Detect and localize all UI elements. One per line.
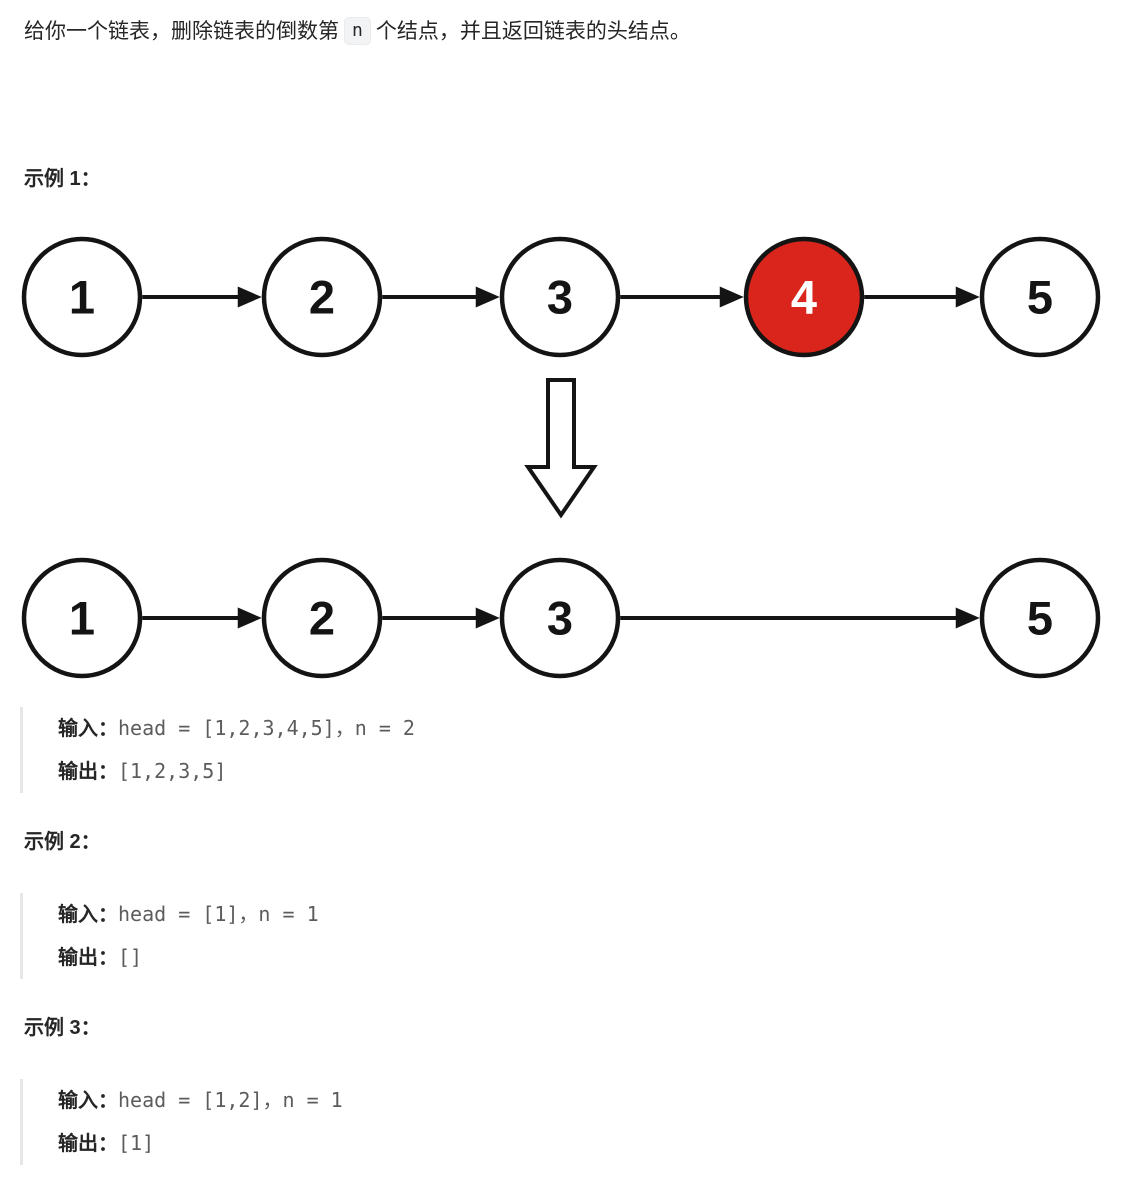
list-node-circle <box>21 557 143 679</box>
list-node: 5 <box>979 236 1101 358</box>
list-node-value: 2 <box>309 271 335 324</box>
example-3-output-line: 输出：[1] <box>58 1122 343 1165</box>
list-node: 5 <box>979 557 1101 679</box>
example-1-input-line: 输入：head = [1,2,3,4,5]，n = 2 <box>58 707 415 750</box>
link-arrowhead <box>719 286 744 308</box>
list-node-value: 3 <box>547 271 573 324</box>
list-node-circle <box>499 557 621 679</box>
list-node-value: 1 <box>69 592 95 645</box>
input-label: 输入： <box>58 1090 118 1112</box>
list-node-circle <box>499 236 621 358</box>
example-3-input-line: 输入：head = [1,2]，n = 1 <box>58 1079 343 1122</box>
link-arrowhead <box>237 607 262 629</box>
output-value: [1,2,3,5] <box>118 759 227 783</box>
list-node-circle <box>21 236 143 358</box>
example-2-input-line: 输入：head = [1]，n = 1 <box>58 893 319 936</box>
list-node-value: 4 <box>791 271 817 324</box>
example-3-heading: 示例 3： <box>24 1017 101 1039</box>
list-node-circle <box>261 557 383 679</box>
list-node-circle <box>261 236 383 358</box>
description-prefix: 给你一个链表，删除链表的倒数第 <box>24 20 339 43</box>
linked-list-diagram-wrap: 1 2 3 4 5 1 2 3 5 <box>0 230 1142 690</box>
list-node-value: 5 <box>1027 271 1053 324</box>
list-node-circle <box>979 236 1101 358</box>
list-node-value: 3 <box>547 592 573 645</box>
description-suffix: 个结点，并且返回链表的头结点。 <box>375 20 691 43</box>
linked-list-diagram: 1 2 3 4 5 1 2 3 5 <box>21 236 1101 679</box>
input-label: 输入： <box>58 718 118 740</box>
transform-down-arrow-icon <box>524 378 598 519</box>
input-value: head = [1,2,3,4,5]，n = 2 <box>118 716 415 740</box>
example-2-output-line: 输出：[] <box>58 936 319 979</box>
list-node-circle <box>979 557 1101 679</box>
output-value: [1] <box>118 1131 155 1155</box>
list-node-circle <box>743 236 865 358</box>
link-arrowhead <box>237 286 262 308</box>
output-label: 输出： <box>58 1133 118 1155</box>
list-node-value: 5 <box>1027 592 1053 645</box>
list-node: 3 <box>499 557 621 679</box>
list-node-removed: 4 <box>743 236 865 358</box>
output-label: 输出： <box>58 947 118 969</box>
output-value: [] <box>118 945 143 969</box>
example-1-output-line: 输出：[1,2,3,5] <box>58 750 415 793</box>
list-node: 3 <box>499 236 621 358</box>
example-2-heading: 示例 2： <box>24 831 101 853</box>
list-node: 2 <box>261 236 383 358</box>
link-arrowhead <box>475 607 500 629</box>
link-arrowhead <box>955 286 980 308</box>
input-label: 输入： <box>58 904 118 926</box>
example-1-heading: 示例 1： <box>24 168 101 190</box>
list-node-value: 2 <box>309 592 335 645</box>
list-node: 1 <box>21 236 143 358</box>
inline-code-n: n <box>344 17 371 45</box>
input-value: head = [1,2]，n = 1 <box>118 1088 343 1112</box>
output-label: 输出： <box>58 761 118 783</box>
list-node-value: 1 <box>69 271 95 324</box>
list-node: 1 <box>21 557 143 679</box>
list-node: 2 <box>261 557 383 679</box>
link-arrowhead <box>955 607 980 629</box>
input-value: head = [1]，n = 1 <box>118 902 319 926</box>
link-arrowhead <box>475 286 500 308</box>
